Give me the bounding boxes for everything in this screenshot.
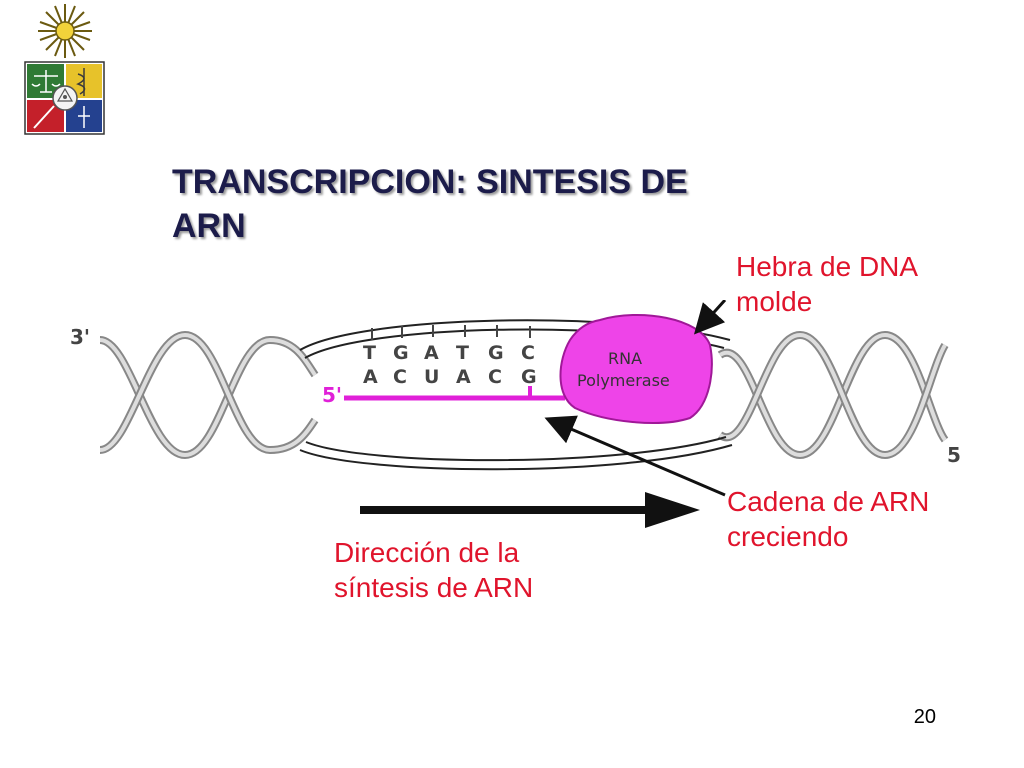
rna-base: A (363, 366, 378, 388)
synthesis-direction-arrow (360, 492, 700, 528)
rna-five-prime-label: 5' (322, 383, 342, 407)
growing-rna-label-line-1: Cadena de ARN (727, 486, 930, 517)
template-strand-label: Hebra de DNA molde (736, 249, 918, 319)
slide-title: TRANSCRIPCION: SINTESIS DE ARN (172, 160, 812, 248)
template-strand-label-line-1: Hebra de DNA (736, 251, 919, 282)
university-crest-logo (24, 4, 105, 135)
polymerase-label-line-2: Polymerase (577, 371, 670, 390)
three-prime-label: 3' (70, 325, 90, 349)
slide-title-line-2: ARN (172, 207, 246, 245)
dna-base: T (363, 342, 376, 364)
dna-helix-left (99, 330, 319, 460)
rna-base: C (393, 366, 407, 388)
dna-helix-right (717, 330, 949, 460)
dna-base: T (456, 342, 469, 364)
rna-base: U (424, 366, 439, 388)
growing-rna-label: Cadena de ARN creciendo (727, 484, 929, 554)
rna-base: G (521, 366, 537, 388)
polymerase-label-line-1: RNA (608, 349, 642, 368)
synthesis-direction-label-line-2: síntesis de ARN (334, 572, 534, 603)
dna-five-prime-label: 5' (947, 443, 960, 467)
synthesis-direction-label-line-1: Dirección de la (334, 537, 520, 568)
template-strand-label-line-2: molde (736, 286, 813, 317)
rna-base: C (488, 366, 502, 388)
dna-base: G (393, 342, 409, 364)
dna-base: C (521, 342, 535, 364)
template-strand-arrow (693, 300, 727, 335)
base-ticks (371, 325, 531, 340)
growing-rna-label-line-2: creciendo (727, 521, 849, 552)
synthesis-direction-label: Dirección de la síntesis de ARN (334, 535, 533, 605)
dna-base: G (488, 342, 504, 364)
rna-polymerase: RNA Polymerase (559, 314, 713, 424)
page-number: 20 (913, 706, 936, 728)
slide-title-line-1: TRANSCRIPCION: SINTESIS DE (172, 163, 688, 201)
dna-base: A (424, 342, 439, 364)
transcription-diagram: T G A T G C A C U A C G RNA Polymerase 3… (70, 300, 960, 528)
rna-base: A (456, 366, 471, 388)
growing-rna-arrow (544, 415, 726, 497)
